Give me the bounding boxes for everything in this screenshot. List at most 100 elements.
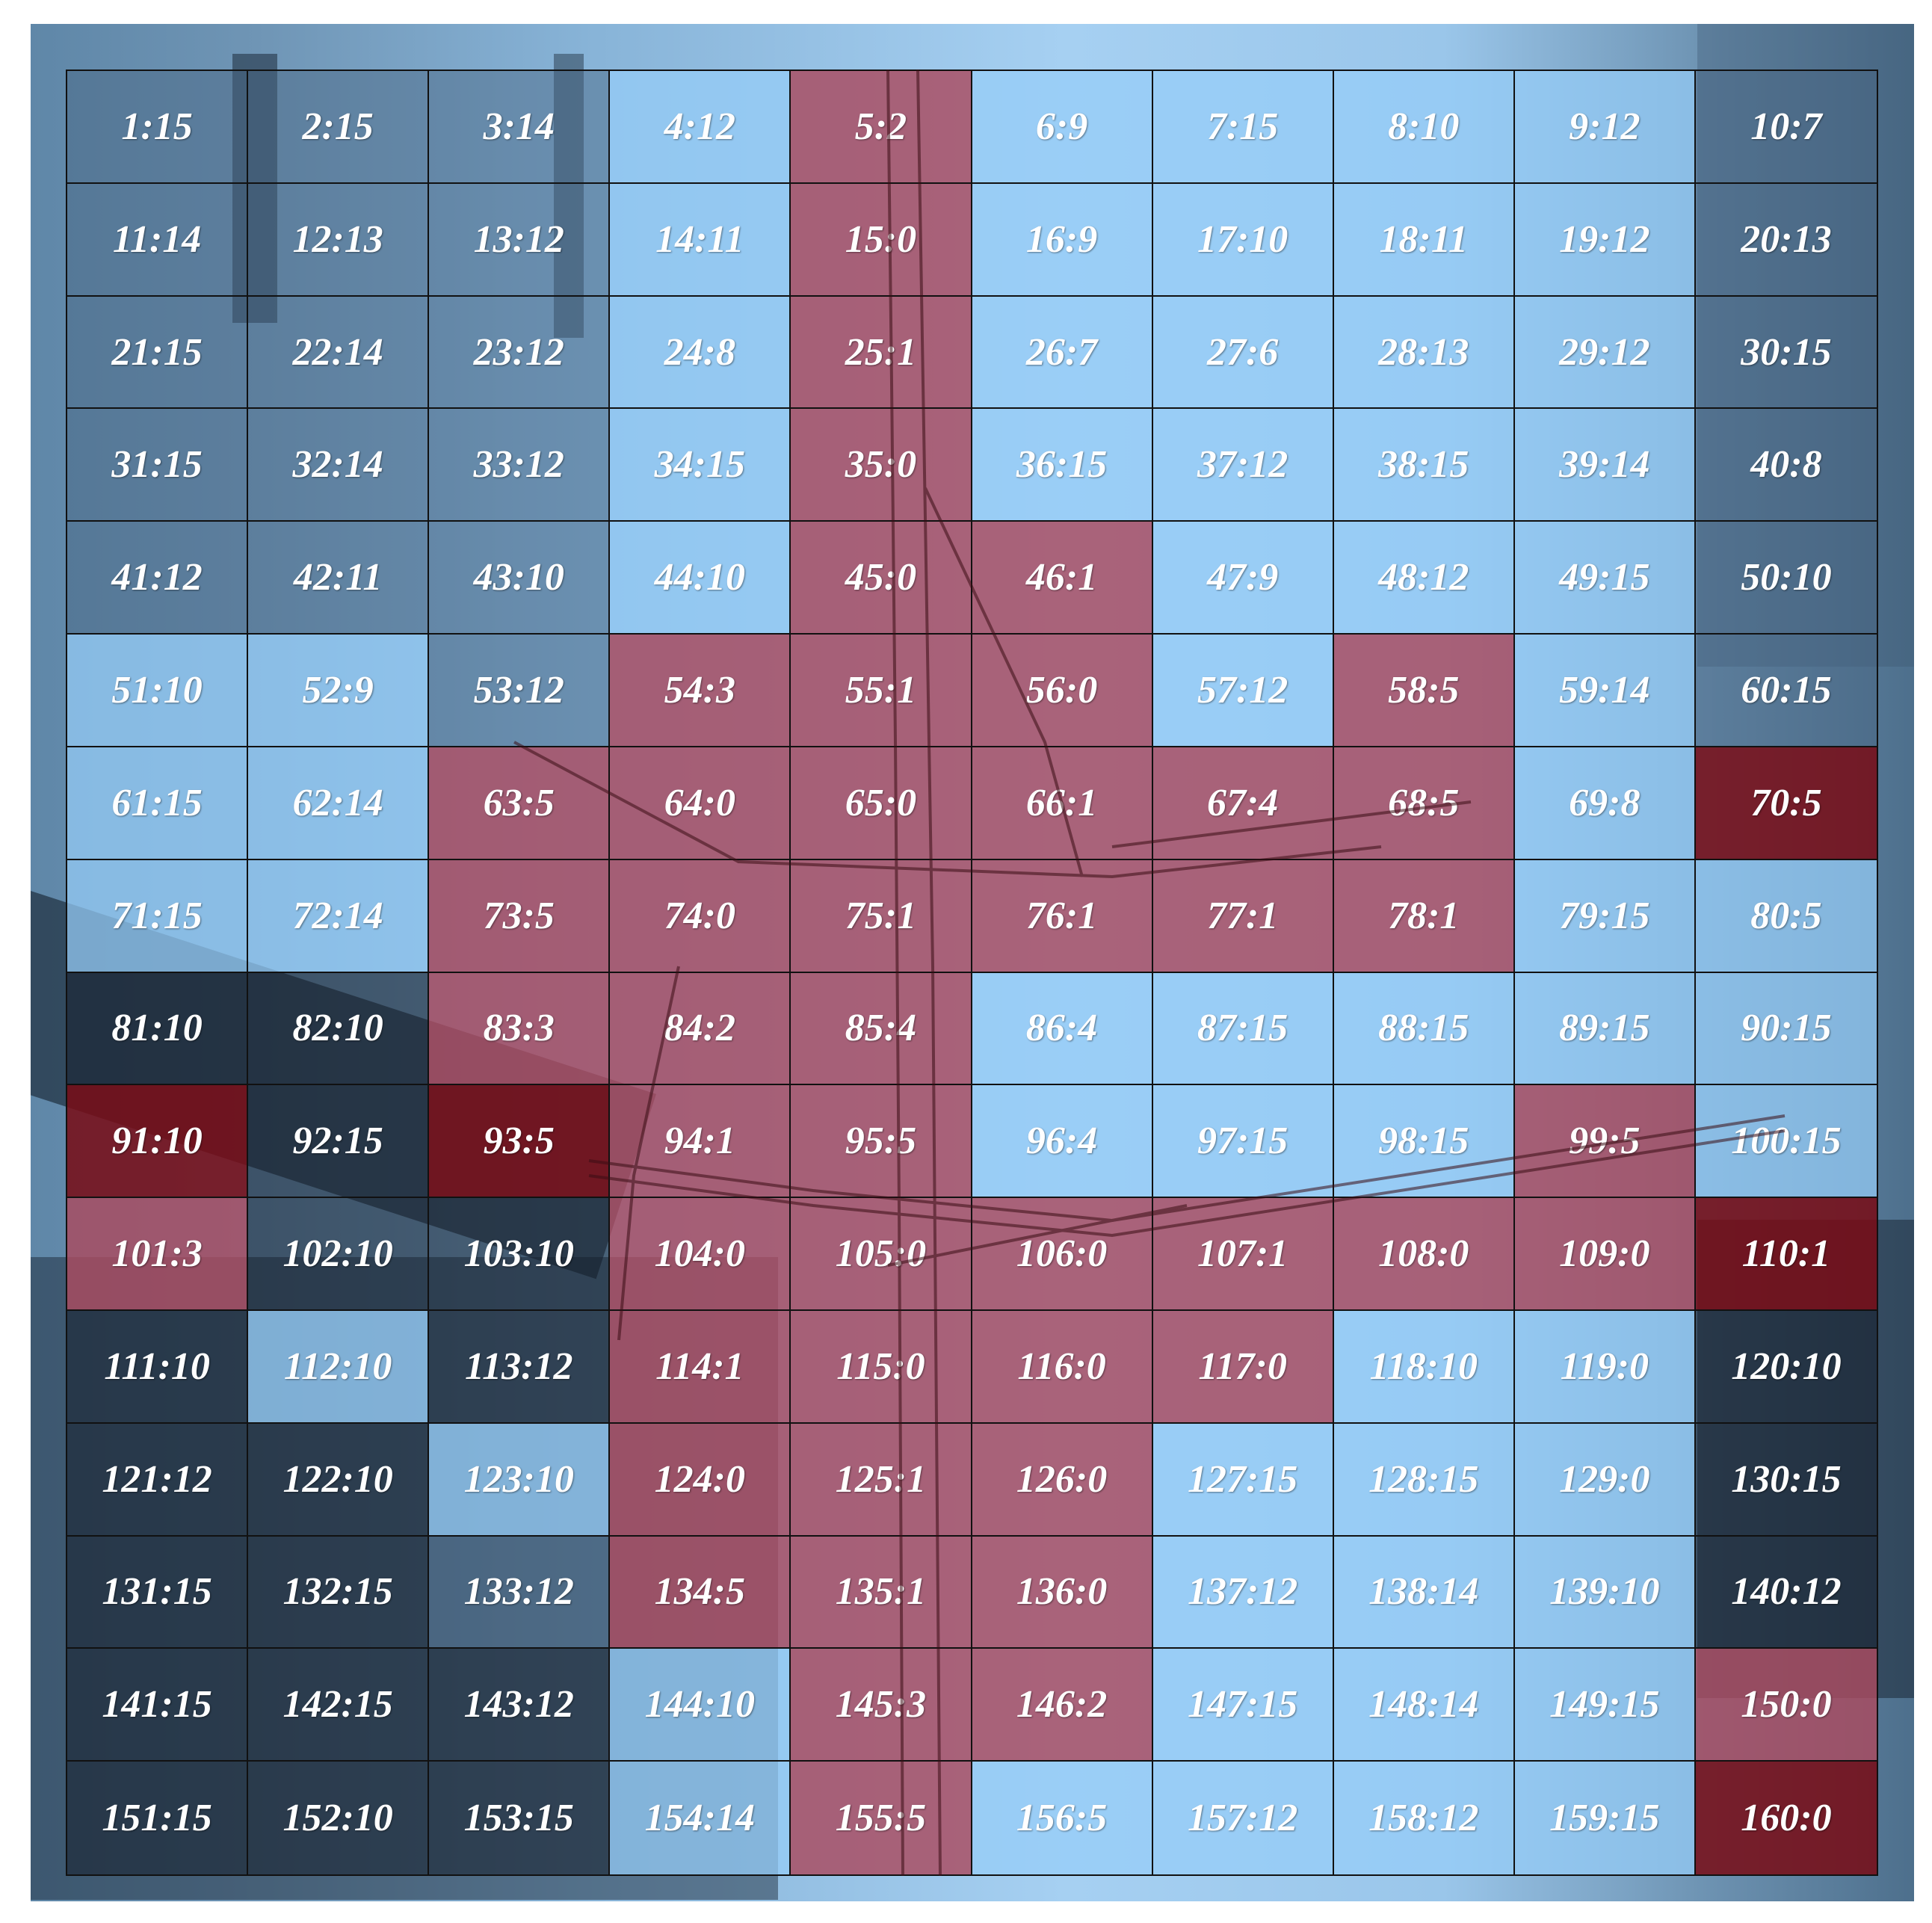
grid-cell: 160:0	[1695, 1762, 1877, 1874]
grid-cell: 132:15	[248, 1536, 430, 1649]
cell-label: 68:5	[1388, 781, 1460, 824]
grid-cell: 64:0	[610, 747, 791, 860]
cell-label: 97:15	[1197, 1120, 1288, 1163]
grid-cell: 104:0	[610, 1198, 791, 1311]
grid-cell: 138:14	[1333, 1536, 1515, 1649]
grid-cell: 79:15	[1514, 859, 1696, 973]
cell-label: 49:15	[1559, 556, 1650, 599]
grid-cell: 100:15	[1695, 1085, 1877, 1199]
grid-cell: 15:0	[791, 183, 972, 297]
cell-label: 63:5	[483, 781, 555, 824]
cell-label: 134:5	[654, 1570, 745, 1614]
grid-cell: 82:10	[248, 972, 430, 1086]
grid-cell: 78:1	[1333, 859, 1515, 973]
cell-label: 94:1	[664, 1120, 735, 1163]
grid-cell: 13:12	[429, 183, 611, 297]
grid-cell: 155:5	[791, 1762, 972, 1874]
cell-label: 124:0	[654, 1457, 745, 1501]
grid-cell: 12:13	[248, 183, 430, 297]
grid-cell: 7:15	[1152, 71, 1334, 184]
photo-shadow	[554, 54, 584, 338]
cell-label: 2:15	[302, 105, 374, 148]
grid-cell: 94:1	[610, 1085, 791, 1199]
grid-cell: 36:15	[972, 409, 1153, 522]
grid-cell: 106:0	[972, 1198, 1153, 1311]
grid-cell: 153:15	[429, 1762, 611, 1874]
grid-cell: 29:12	[1514, 296, 1696, 410]
cell-label: 107:1	[1197, 1232, 1288, 1276]
grid-cell: 1:15	[67, 71, 249, 184]
cell-label: 143:12	[463, 1683, 574, 1726]
grid-cell: 96:4	[972, 1085, 1153, 1199]
grid-cell: 32:14	[248, 409, 430, 522]
grid-cell: 26:7	[972, 296, 1153, 410]
cell-label: 102:10	[283, 1232, 393, 1276]
cell-label: 29:12	[1559, 330, 1650, 374]
grid-cell: 159:15	[1514, 1762, 1696, 1874]
cell-label: 150:0	[1741, 1683, 1832, 1726]
cell-label: 36:15	[1016, 443, 1108, 487]
grid-cell: 142:15	[248, 1649, 430, 1762]
cell-label: 96:4	[1025, 1120, 1098, 1163]
cell-label: 31:15	[111, 443, 203, 487]
grid-cell: 105:0	[791, 1198, 972, 1311]
cell-label: 54:3	[664, 668, 735, 712]
cell-label: 142:15	[283, 1683, 393, 1726]
grid-cell: 84:2	[610, 972, 791, 1086]
cell-label: 83:3	[483, 1007, 555, 1050]
grid-cell: 136:0	[972, 1536, 1153, 1649]
cell-label: 10:7	[1750, 105, 1822, 148]
grid-cell: 103:10	[429, 1198, 611, 1311]
grid-cell: 111:10	[67, 1310, 249, 1424]
grid-cell: 118:10	[1333, 1310, 1515, 1424]
grid-cell: 102:10	[248, 1198, 430, 1311]
cell-label: 91:10	[111, 1120, 203, 1163]
grid-cell: 47:9	[1152, 522, 1334, 635]
cell-label: 69:8	[1569, 781, 1641, 824]
cell-label: 145:3	[835, 1683, 927, 1726]
cell-label: 132:15	[283, 1570, 393, 1614]
grid-cell: 54:3	[610, 635, 791, 747]
cell-label: 148:14	[1368, 1683, 1479, 1726]
grid-cell: 14:11	[610, 183, 791, 297]
cell-label: 137:12	[1187, 1570, 1298, 1614]
cell-label: 81:10	[111, 1007, 203, 1050]
cell-label: 21:15	[111, 330, 203, 374]
grid-cell: 33:12	[429, 409, 611, 522]
grid-cell: 38:15	[1333, 409, 1515, 522]
grid-cell: 126:0	[972, 1423, 1153, 1537]
cell-label: 144:10	[644, 1683, 755, 1726]
cell-label: 88:15	[1378, 1007, 1469, 1050]
cell-label: 113:12	[465, 1345, 573, 1388]
cell-label: 117:0	[1198, 1345, 1287, 1388]
cell-label: 6:9	[1035, 105, 1088, 148]
cell-label: 157:12	[1187, 1797, 1298, 1840]
grid-cell: 113:12	[429, 1310, 611, 1424]
cell-label: 138:14	[1368, 1570, 1479, 1614]
cell-label: 39:14	[1559, 443, 1650, 487]
cell-label: 45:0	[845, 556, 917, 599]
cell-label: 158:12	[1368, 1797, 1479, 1840]
cell-label: 115:0	[836, 1345, 925, 1388]
cell-label: 57:12	[1197, 668, 1288, 712]
cell-label: 121:12	[102, 1457, 212, 1501]
grid-cell: 131:15	[67, 1536, 249, 1649]
grid-cell: 27:6	[1152, 296, 1334, 410]
cell-label: 93:5	[483, 1120, 555, 1163]
grid-cell: 130:15	[1695, 1423, 1877, 1537]
cell-label: 125:1	[835, 1457, 927, 1501]
grid-cell: 139:10	[1514, 1536, 1696, 1649]
cell-label: 50:10	[1741, 556, 1832, 599]
grid-cell: 122:10	[248, 1423, 430, 1537]
grid-cell: 144:10	[610, 1649, 791, 1762]
grid-cell: 6:9	[972, 71, 1153, 184]
grid-cell: 91:10	[67, 1085, 249, 1199]
cell-label: 11:14	[112, 217, 202, 261]
grid-cell: 115:0	[791, 1310, 972, 1424]
grid-cell: 61:15	[67, 747, 249, 860]
grid-cell: 89:15	[1514, 972, 1696, 1086]
grid-cell: 154:14	[610, 1762, 791, 1874]
grid-cell: 73:5	[429, 859, 611, 973]
cell-label: 75:1	[845, 894, 917, 937]
cell-label: 44:10	[654, 556, 745, 599]
